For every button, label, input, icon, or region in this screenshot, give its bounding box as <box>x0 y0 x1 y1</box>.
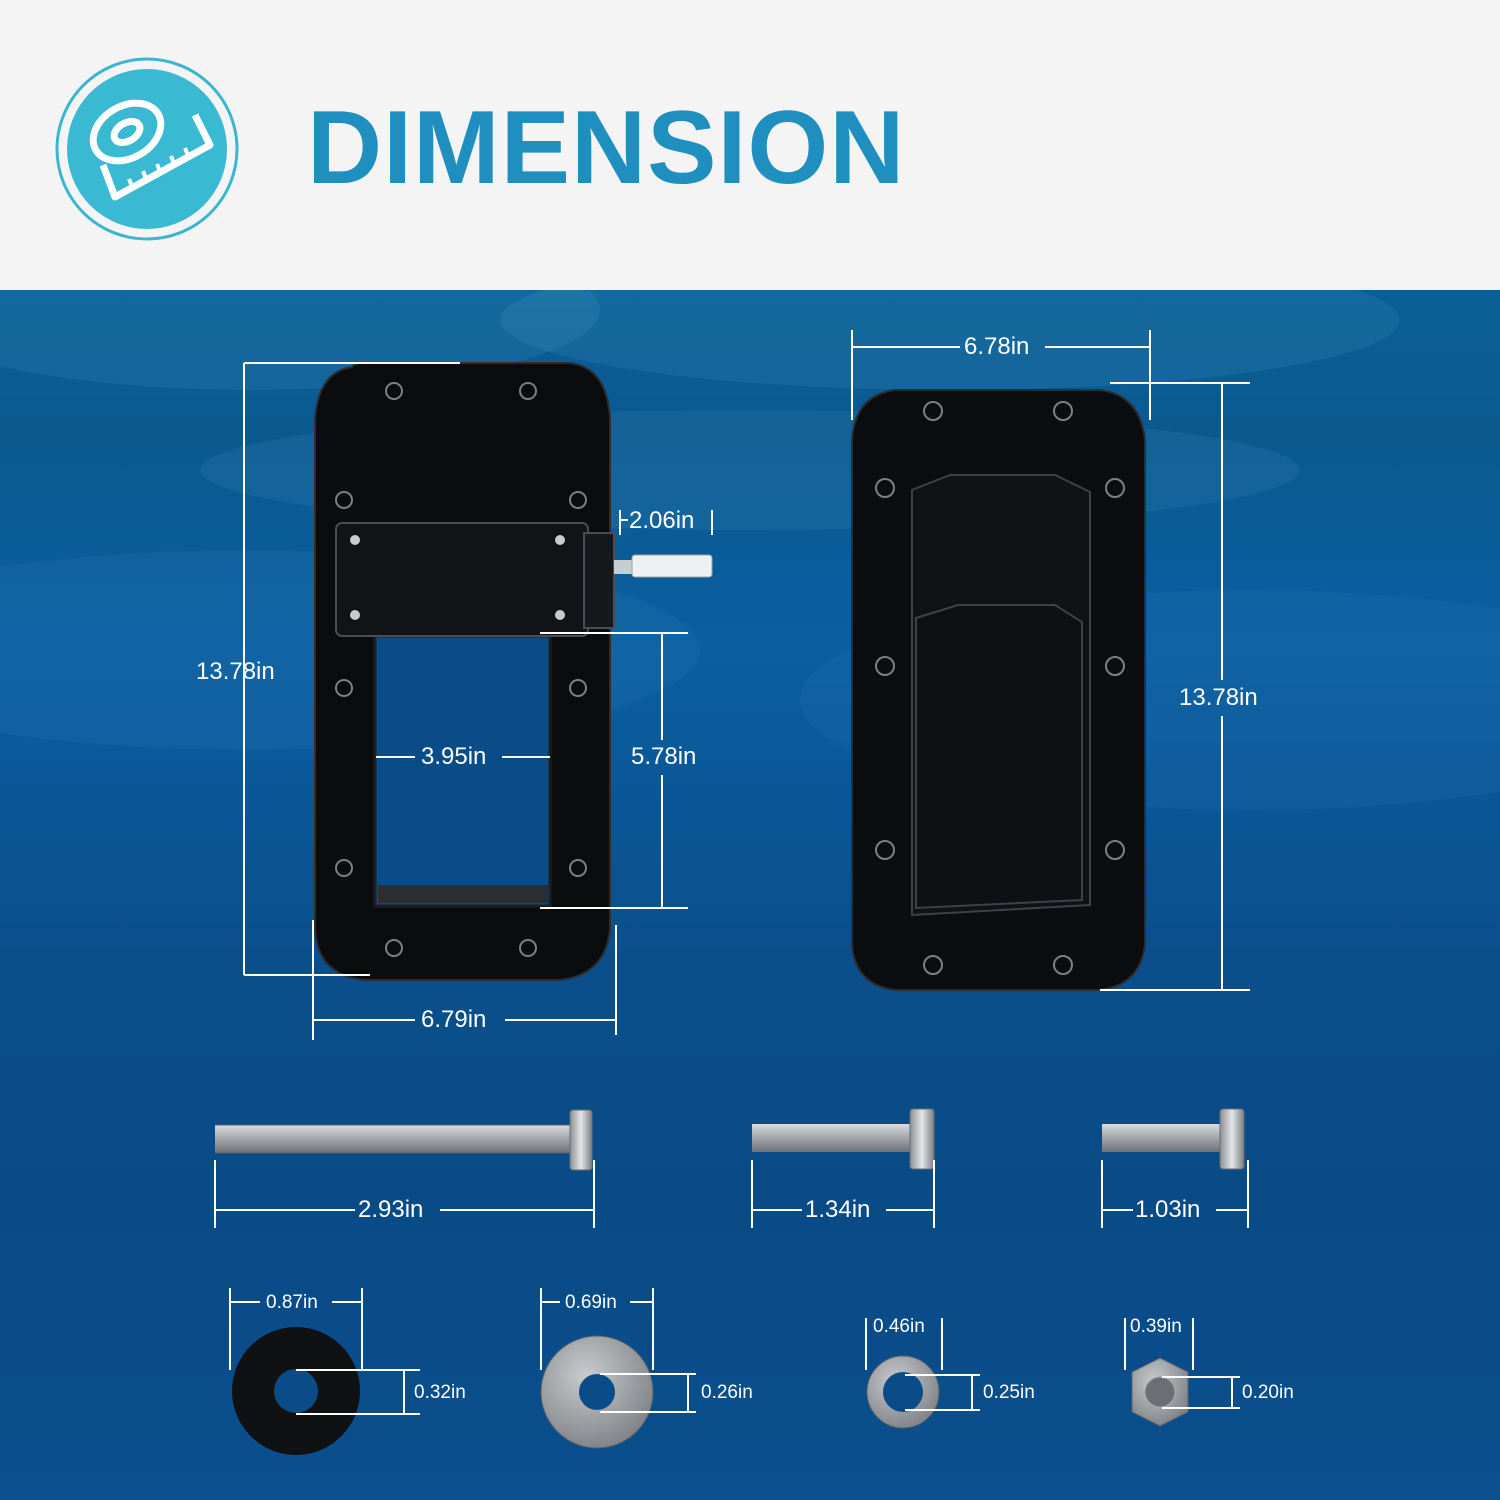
front-plate-width-label: 6.79in <box>421 1006 487 1033</box>
bolt-long <box>215 1109 593 1171</box>
back-plate-height-label: 13.78in <box>1179 684 1258 711</box>
nut-outer-label: 0.39in <box>1130 1316 1182 1337</box>
bolt-short-length-label: 1.03in <box>1135 1196 1201 1223</box>
washer-2-outer-label: 0.69in <box>565 1292 617 1313</box>
washer-1-outer-label: 0.87in <box>266 1292 318 1313</box>
front-plate-height-label: 13.78in <box>196 658 275 685</box>
page-title: DIMENSION <box>307 90 906 206</box>
dimension-lines <box>214 330 1250 1415</box>
washer-2-inner-label: 0.26in <box>701 1382 753 1403</box>
bolt-long-length-label: 2.93in <box>358 1196 424 1223</box>
back-plate-width-label: 6.78in <box>964 333 1030 360</box>
washer-3-inner-label: 0.25in <box>983 1382 1035 1403</box>
bolt-medium-length-label: 1.34in <box>805 1196 871 1223</box>
nut-inner-label: 0.20in <box>1242 1382 1294 1403</box>
front-plate <box>314 362 713 981</box>
bolt-medium <box>752 1108 935 1170</box>
latch-width-label: 2.06in <box>629 507 695 534</box>
back-plate <box>851 389 1146 991</box>
opening-height-label: 5.78in <box>631 743 697 770</box>
lock-washer <box>866 1355 940 1429</box>
header: DIMENSION <box>0 0 1500 290</box>
flat-washer <box>540 1335 654 1449</box>
washer-3-outer-label: 0.46in <box>873 1316 925 1337</box>
measuring-tape-icon <box>55 57 239 241</box>
bolt-short <box>1102 1108 1245 1170</box>
washer-1-inner-label: 0.32in <box>414 1382 466 1403</box>
rubber-washer <box>232 1327 360 1455</box>
opening-width-label: 3.95in <box>421 743 487 770</box>
hex-nut <box>1131 1357 1189 1427</box>
